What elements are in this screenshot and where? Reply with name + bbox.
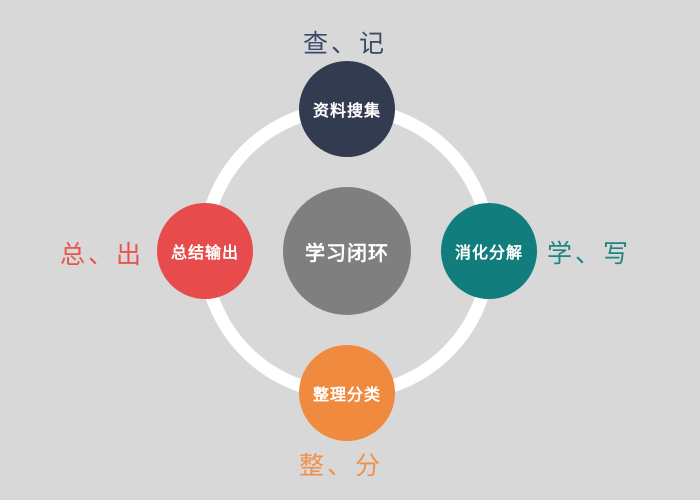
node-summary-output-label: 总结输出 bbox=[170, 245, 239, 262]
node-data-collection-label: 资料搜集 bbox=[312, 103, 381, 120]
node-data-collection: 资料搜集 bbox=[299, 61, 395, 157]
node-organize-classify-label: 整理分类 bbox=[312, 387, 381, 404]
center-node: 学习闭环 bbox=[283, 187, 411, 315]
annotation-top: 查、记 bbox=[302, 29, 387, 58]
node-summary-output: 总结输出 bbox=[157, 203, 253, 299]
node-digest-decompose: 消化分解 bbox=[441, 203, 537, 299]
center-node-label: 学习闭环 bbox=[305, 242, 389, 265]
annotation-left: 总、出 bbox=[59, 240, 144, 269]
node-organize-classify: 整理分类 bbox=[299, 345, 395, 441]
annotation-right: 学、写 bbox=[546, 239, 631, 268]
annotation-bottom: 整、分 bbox=[298, 451, 383, 480]
node-digest-decompose-label: 消化分解 bbox=[454, 245, 523, 262]
